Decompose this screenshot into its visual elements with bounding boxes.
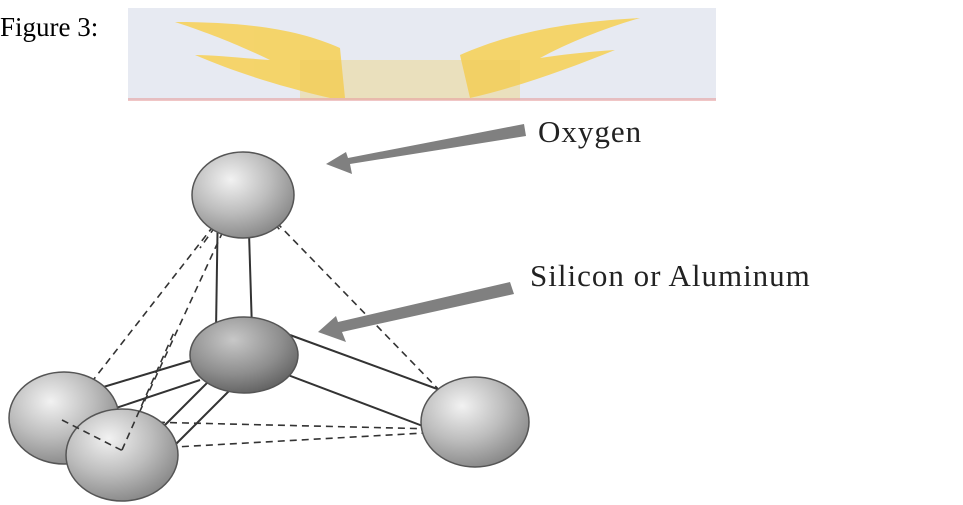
oxygen-atom-right [420, 376, 530, 468]
oxygen-label: Oxygen [538, 114, 643, 149]
silicon-arrow [318, 282, 514, 342]
bond-right-top [289, 334, 441, 391]
oxygen-atom-top [191, 151, 295, 239]
bond-left-top [99, 357, 201, 389]
pointer-arrows [318, 124, 526, 342]
bond-left-bottom [109, 379, 201, 411]
tetrahedron-edges-front [61, 329, 176, 453]
watermark-band-red [128, 98, 716, 101]
edge-front-overlay-1 [121, 329, 176, 451]
oxygen-arrow [326, 124, 526, 174]
bonds [99, 199, 441, 446]
edge-left-right [61, 419, 479, 431]
winged-logo-watermark-icon [175, 18, 640, 100]
oxygen-atom-front [65, 408, 179, 502]
central-atom [189, 316, 299, 394]
bond-right-bottom [279, 371, 429, 429]
watermark [128, 8, 716, 101]
silicon-aluminum-label: Silicon or Aluminum [530, 258, 811, 293]
figure-caption: Figure 3: [0, 12, 99, 42]
